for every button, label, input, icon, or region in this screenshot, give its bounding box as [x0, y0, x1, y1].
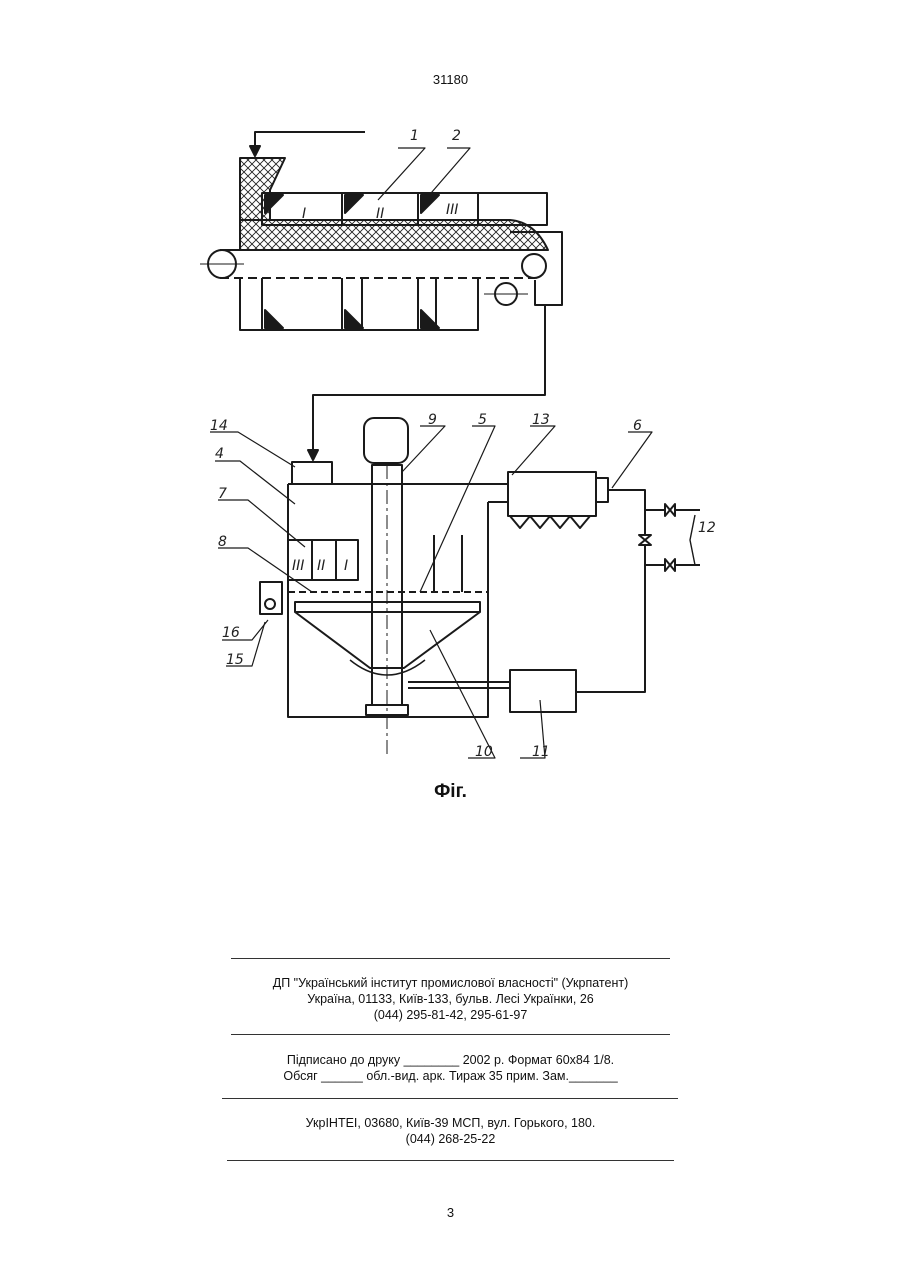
- heater-unit: [408, 472, 700, 712]
- callout-4: 4: [215, 446, 224, 462]
- callout-13: 13: [532, 412, 550, 428]
- callout-1: 1: [410, 128, 419, 144]
- org-name: ДП "Український інститут промислової вла…: [0, 975, 901, 991]
- divider: [222, 1098, 678, 1099]
- print-info-line: Підписано до друку ________ 2002 р. Форм…: [0, 1052, 901, 1068]
- publisher-phone: (044) 268-25-22: [0, 1131, 901, 1147]
- callout-8: 8: [218, 534, 227, 550]
- conveyor-hopper: [240, 158, 548, 250]
- callout-10: 10: [475, 744, 493, 760]
- callout-12: 12: [698, 520, 716, 536]
- section-mark-upper-2: II: [376, 206, 384, 222]
- section-mark-lower-1: I: [344, 558, 348, 574]
- patent-figure-drawing: 1 2 14 4 7 8 16 15 9 5 13 6 12 10 11 I I…: [0, 0, 901, 800]
- callout-9: 9: [428, 412, 437, 428]
- callout-15: 15: [226, 652, 244, 668]
- page-number: 3: [0, 1205, 901, 1220]
- section-mark-lower-3: III: [292, 558, 304, 574]
- figure-caption: Фіг.: [0, 781, 901, 803]
- feed-arrow: [250, 132, 365, 156]
- callout-7: 7: [218, 486, 227, 502]
- callout-16: 16: [222, 625, 240, 641]
- section-mark-lower-2: II: [317, 558, 325, 574]
- divider: [227, 1160, 674, 1161]
- callout-14: 14: [210, 418, 228, 434]
- publisher-address: УкрІНТЕІ, 03680, Київ-39 МСП, вул. Горьк…: [0, 1115, 901, 1131]
- callout-5: 5: [478, 412, 487, 428]
- section-mark-upper-3: III: [446, 202, 458, 218]
- callout-6: 6: [633, 418, 642, 434]
- divider: [231, 1034, 670, 1035]
- apparatus-body: [260, 418, 500, 755]
- section-mark-upper-1: I: [302, 206, 306, 222]
- divider: [231, 958, 670, 959]
- org-phone: (044) 295-81-42, 295-61-97: [0, 1007, 901, 1023]
- print-volume-line: Обсяг ______ обл.-вид. арк. Тираж 35 при…: [0, 1068, 901, 1084]
- callout-2: 2: [452, 128, 461, 144]
- callout-11: 11: [532, 744, 550, 760]
- org-address: Україна, 01133, Київ-133, бульв. Лесі Ук…: [0, 991, 901, 1007]
- lower-chambers: [240, 278, 478, 330]
